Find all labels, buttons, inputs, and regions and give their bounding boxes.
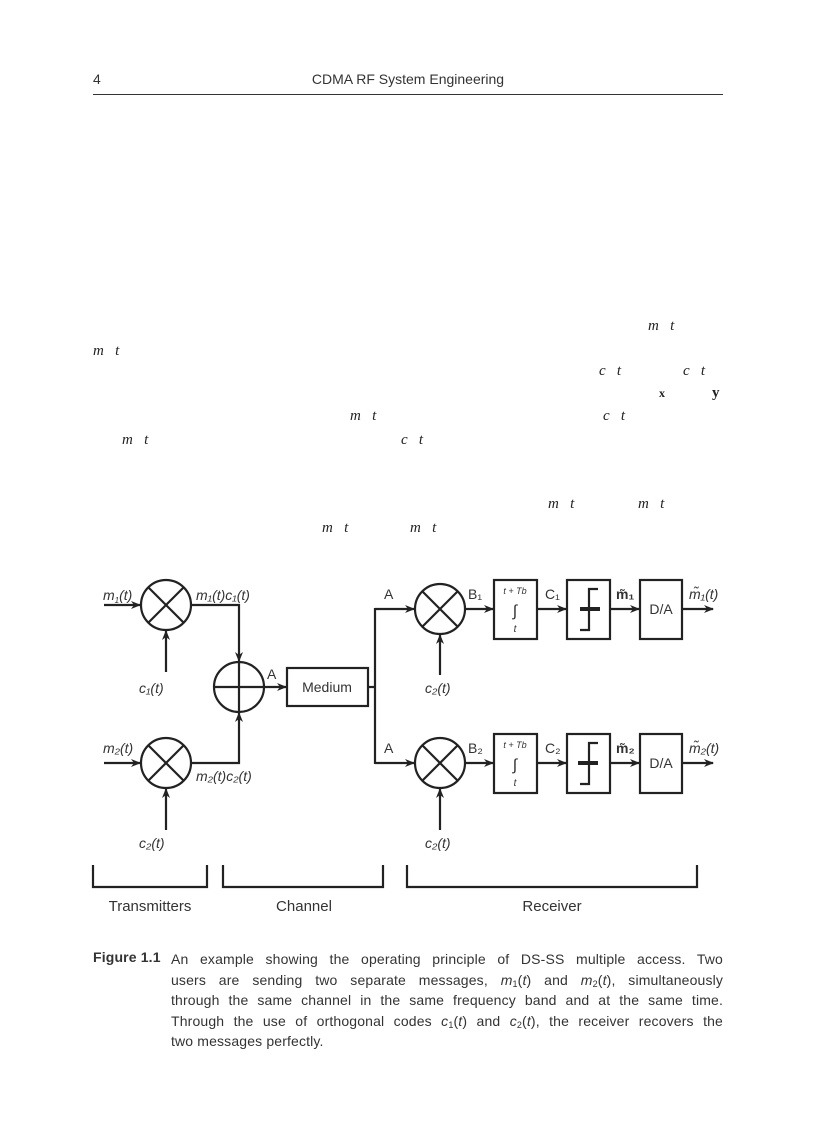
label-rx-code-bottom: c₂(t): [425, 835, 451, 851]
label-adder-out: A: [267, 666, 277, 682]
header-rule: [93, 94, 723, 95]
label-m1c1: m₁(t)c₁(t): [196, 587, 250, 603]
text-fragment: m t: [122, 432, 149, 448]
text-fragment: c t: [401, 432, 424, 448]
label-c1: c₁(t): [139, 680, 164, 696]
page-number: 4: [93, 71, 101, 87]
caption-line: through the same channel in the same fre…: [171, 992, 723, 1008]
label-out2: m̃₂(t): [689, 740, 719, 756]
label-b1: B₁: [468, 586, 482, 602]
integrator-lower-limit: t: [514, 624, 518, 635]
label-rx-code-top: c₂(t): [425, 680, 451, 696]
label-mhat2: m̃₂: [616, 740, 635, 756]
text-fragment: y: [712, 385, 720, 401]
text-fragment: m t: [648, 318, 675, 334]
integral-icon: ∫: [512, 757, 519, 774]
caption-line: two messages perfectly.: [171, 1033, 324, 1049]
bracket-receiver: [405, 865, 699, 889]
medium-label: Medium: [302, 679, 352, 695]
label-out1: m̃₁(t): [689, 586, 718, 602]
caption-line: An example showing the operating princip…: [171, 951, 723, 967]
text-fragment: c t: [599, 363, 622, 379]
integrator-upper-limit: t + Tb: [503, 586, 526, 596]
text-fragment: c t: [683, 363, 706, 379]
label-m2: m₂(t): [103, 740, 133, 756]
label-m1: m1(t): [103, 587, 132, 605]
label-b2: B₂: [468, 740, 483, 756]
section-channel: Channel: [276, 898, 332, 915]
integrator-lower-limit: t: [514, 778, 518, 789]
text-fragment: m t: [548, 496, 575, 512]
label-c1-node: C₁: [545, 586, 560, 602]
receiver-row-1: [413, 578, 714, 675]
integral-icon: ∫: [512, 603, 519, 620]
label-branch-bottom: A: [384, 740, 394, 756]
running-title: CDMA RF System Engineering: [311, 71, 505, 87]
multiplier-icon: [139, 578, 193, 632]
receiver-row-2: [413, 732, 714, 830]
label-m2c2: m₂(t)c₂(t): [196, 768, 252, 784]
text-fragment: m t: [410, 520, 437, 536]
text-fragment: c t: [603, 408, 626, 424]
text-fragment: m t: [93, 343, 120, 359]
text-fragment: m t: [322, 520, 349, 536]
caption-line: users are sending two separate messages,…: [171, 971, 724, 989]
adder-icon: [212, 660, 266, 714]
figure-caption: Figure 1.1 An example showing the operat…: [93, 949, 723, 1052]
bracket-transmitters: [91, 865, 209, 889]
label-branch-top: A: [384, 586, 394, 602]
da-label: D/A: [649, 601, 673, 617]
tx2-output-line: [191, 712, 243, 765]
section-transmitters: Transmitters: [109, 898, 192, 915]
text-fragment: m t: [350, 408, 377, 424]
label-c2-node: C₂: [545, 740, 561, 756]
section-receiver: Receiver: [522, 898, 581, 915]
text-fragment: x: [659, 386, 665, 400]
text-fragment: m t: [638, 496, 665, 512]
tx1-output-line: [191, 603, 243, 662]
bracket-channel: [221, 865, 385, 889]
label-mhat1: m̃₁: [616, 586, 634, 602]
integrator-upper-limit: t + Tb: [503, 740, 526, 750]
caption-line: Through the use of orthogonal codes c1(t…: [171, 1012, 723, 1030]
figure-label: Figure 1.1: [93, 949, 161, 965]
multiplier-icon: [139, 736, 193, 790]
label-c2: c₂(t): [139, 835, 165, 851]
da-label: D/A: [649, 755, 673, 771]
